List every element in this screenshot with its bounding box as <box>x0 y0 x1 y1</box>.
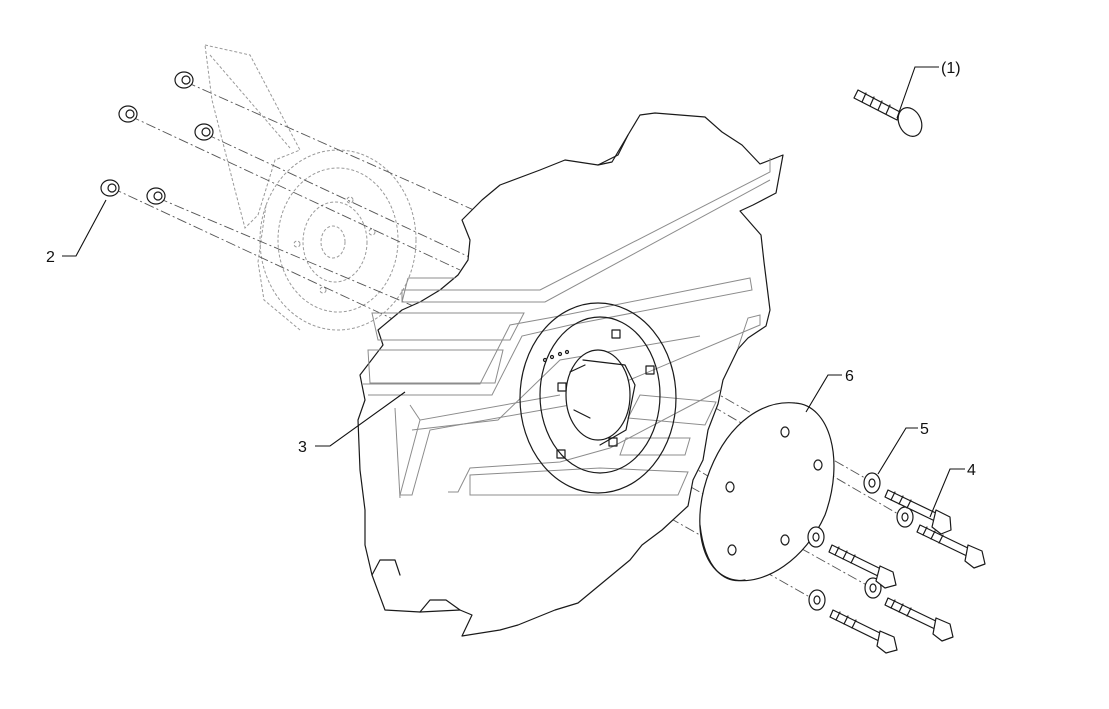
callout-2: 2 <box>46 249 55 266</box>
callout-leaders <box>62 66 965 518</box>
washer <box>808 589 826 611</box>
washer <box>864 577 882 599</box>
hex-bolt <box>916 524 986 569</box>
flange-nut <box>194 123 214 141</box>
flange-nuts <box>100 71 214 205</box>
callout-6: 6 <box>845 368 854 385</box>
hex-bolt <box>828 544 897 589</box>
flange-nut <box>146 187 166 205</box>
cover-plate <box>699 402 835 582</box>
washers <box>807 472 914 611</box>
mounting-arm-ghost <box>204 44 301 229</box>
hex-bolt <box>884 597 954 642</box>
flange-nut <box>100 179 120 197</box>
washer <box>807 526 825 548</box>
hex-bolt <box>829 609 898 654</box>
hex-bolt <box>884 489 952 535</box>
callout-3: 3 <box>298 439 307 456</box>
callout-4: 4 <box>967 462 976 479</box>
hex-bolts <box>828 489 986 654</box>
flange-nut <box>174 71 194 89</box>
callout-5: 5 <box>920 421 929 438</box>
callout-1: (1) <box>941 60 961 77</box>
hub-ghost <box>257 149 417 331</box>
carriage-bolt <box>853 89 923 137</box>
washer <box>863 472 881 494</box>
flange-nut <box>118 105 138 123</box>
disc-hub-flange <box>519 302 677 494</box>
washer <box>896 506 914 528</box>
